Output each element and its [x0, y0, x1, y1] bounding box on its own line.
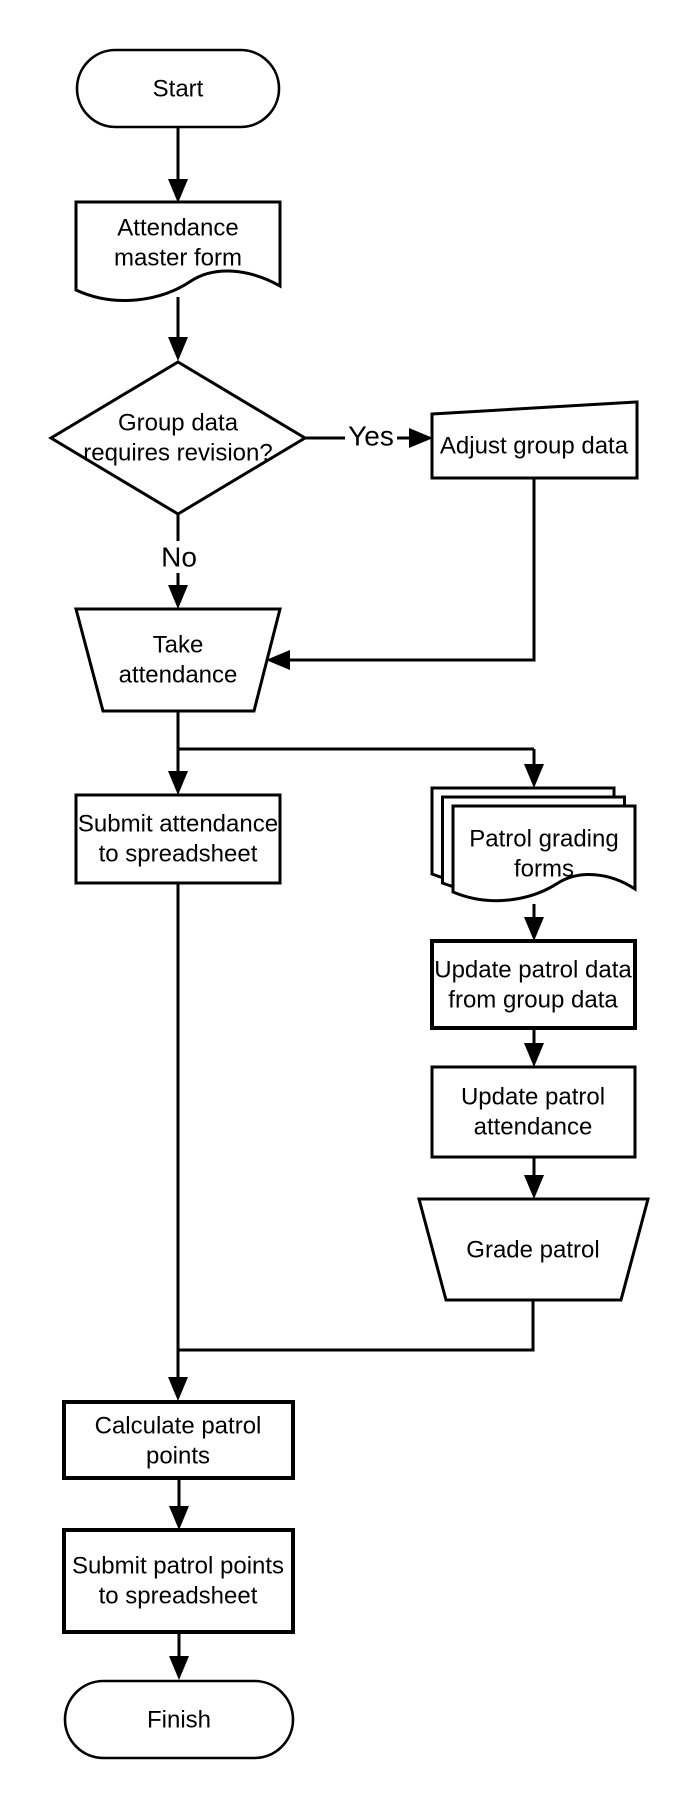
- calculate-patrol-points-shape: [62, 1400, 295, 1480]
- grade-patrol-shape: [417, 1197, 650, 1302]
- patrol-grading-forms-label-line1: Patrol grading: [469, 826, 618, 853]
- finish-shape: [63, 1679, 295, 1760]
- edges-layer: Yes No: [156, 127, 544, 1680]
- arrowhead-split-to-patrol-forms: [524, 764, 544, 788]
- start-label: Start: [153, 76, 204, 103]
- patrol-grading-forms-label-line2: forms: [514, 856, 574, 883]
- arrowhead-submit-points-to-finish: [169, 1656, 189, 1680]
- node-finish: Finish: [63, 1679, 295, 1760]
- submit-patrol-points-label-line1: Submit patrol points: [72, 1553, 284, 1580]
- take-attendance-shape: [74, 607, 282, 713]
- update-patrol-attendance-label-line2: attendance: [474, 1114, 593, 1141]
- finish-label: Finish: [147, 1707, 211, 1734]
- update-patrol-data-shape: [430, 939, 637, 1030]
- calculate-patrol-points-label-line2: points: [146, 1443, 210, 1470]
- group-data-requires-revision-label-line1: Group data: [118, 410, 239, 437]
- attendance-master-form-label-line1: Attendance: [117, 215, 238, 242]
- node-adjust-group-data: Adjust group data: [430, 400, 639, 480]
- arrowhead-update-attendance-to-grade: [524, 1175, 544, 1199]
- arrowhead-adjust-to-take: [266, 650, 290, 670]
- adjust-group-data-label: Adjust group data: [440, 433, 629, 460]
- submit-attendance-label-line1: Submit attendance: [78, 811, 278, 838]
- arrowhead-calculate-to-submit-points: [169, 1506, 189, 1530]
- arrowhead-split-to-submit-attendance: [168, 771, 188, 795]
- arrowhead-merge-to-calculate: [168, 1377, 188, 1401]
- submit-patrol-points-shape: [62, 1528, 295, 1634]
- submit-patrol-points-label-line2: to spreadsheet: [99, 1583, 258, 1610]
- node-submit-patrol-points: Submit patrol points to spreadsheet: [62, 1528, 295, 1634]
- edge-label-no: No: [161, 542, 197, 573]
- arrowhead-start-to-attendance: [168, 179, 188, 203]
- node-update-patrol-data: Update patrol data from group data: [430, 939, 637, 1030]
- update-patrol-data-label-line1: Update patrol data: [434, 957, 632, 984]
- patrol-grading-forms-front-sheet: [451, 804, 637, 903]
- edge-label-yes-bg: [345, 420, 397, 452]
- node-patrol-grading-forms: Patrol grading forms: [430, 786, 637, 903]
- arrowhead-forms-to-update-data: [524, 917, 544, 941]
- edge-label-no-bg: [156, 541, 202, 573]
- attendance-master-form-label-line2: master form: [114, 245, 242, 272]
- node-take-attendance: Take attendance: [74, 607, 282, 713]
- calculate-patrol-points-label-line1: Calculate patrol: [95, 1413, 262, 1440]
- adjust-group-data-shape: [430, 400, 639, 480]
- grade-patrol-label: Grade patrol: [466, 1237, 599, 1264]
- attendance-master-form-shape: [74, 200, 282, 302]
- update-patrol-data-label-line2: from group data: [448, 987, 618, 1014]
- node-calculate-patrol-points: Calculate patrol points: [62, 1400, 295, 1480]
- submit-attendance-shape: [74, 793, 282, 885]
- node-submit-attendance: Submit attendance to spreadsheet: [74, 793, 282, 885]
- update-patrol-attendance-shape: [430, 1065, 637, 1159]
- edge-grade-to-merge: [178, 1300, 535, 1352]
- edge-label-yes: Yes: [348, 421, 394, 452]
- arrowhead-update-data-to-update-attendance: [524, 1043, 544, 1067]
- edge-take-split: [176, 711, 534, 751]
- arrowhead-attendance-to-decision: [168, 337, 188, 361]
- group-data-requires-revision-shape: [48, 360, 308, 516]
- node-group-data-requires-revision: Group data requires revision?: [48, 360, 308, 516]
- arrowhead-decision-to-take: [168, 585, 188, 609]
- start-shape: [75, 48, 281, 129]
- node-start: Start: [75, 48, 281, 129]
- arrowhead-decision-to-adjust: [409, 428, 433, 448]
- update-patrol-attendance-label-line1: Update patrol: [461, 1084, 605, 1111]
- node-grade-patrol: Grade patrol: [417, 1197, 650, 1302]
- nodes-layer: Start Attendance master form Group data …: [48, 48, 650, 1760]
- node-update-patrol-attendance: Update patrol attendance: [430, 1065, 637, 1159]
- submit-attendance-label-line2: to spreadsheet: [99, 841, 258, 868]
- take-attendance-label-line1: Take: [153, 632, 204, 659]
- take-attendance-label-line2: attendance: [119, 662, 238, 689]
- edge-adjust-to-take: [290, 478, 536, 662]
- node-attendance-master-form: Attendance master form: [74, 200, 282, 302]
- group-data-requires-revision-label-line2: requires revision?: [83, 440, 272, 467]
